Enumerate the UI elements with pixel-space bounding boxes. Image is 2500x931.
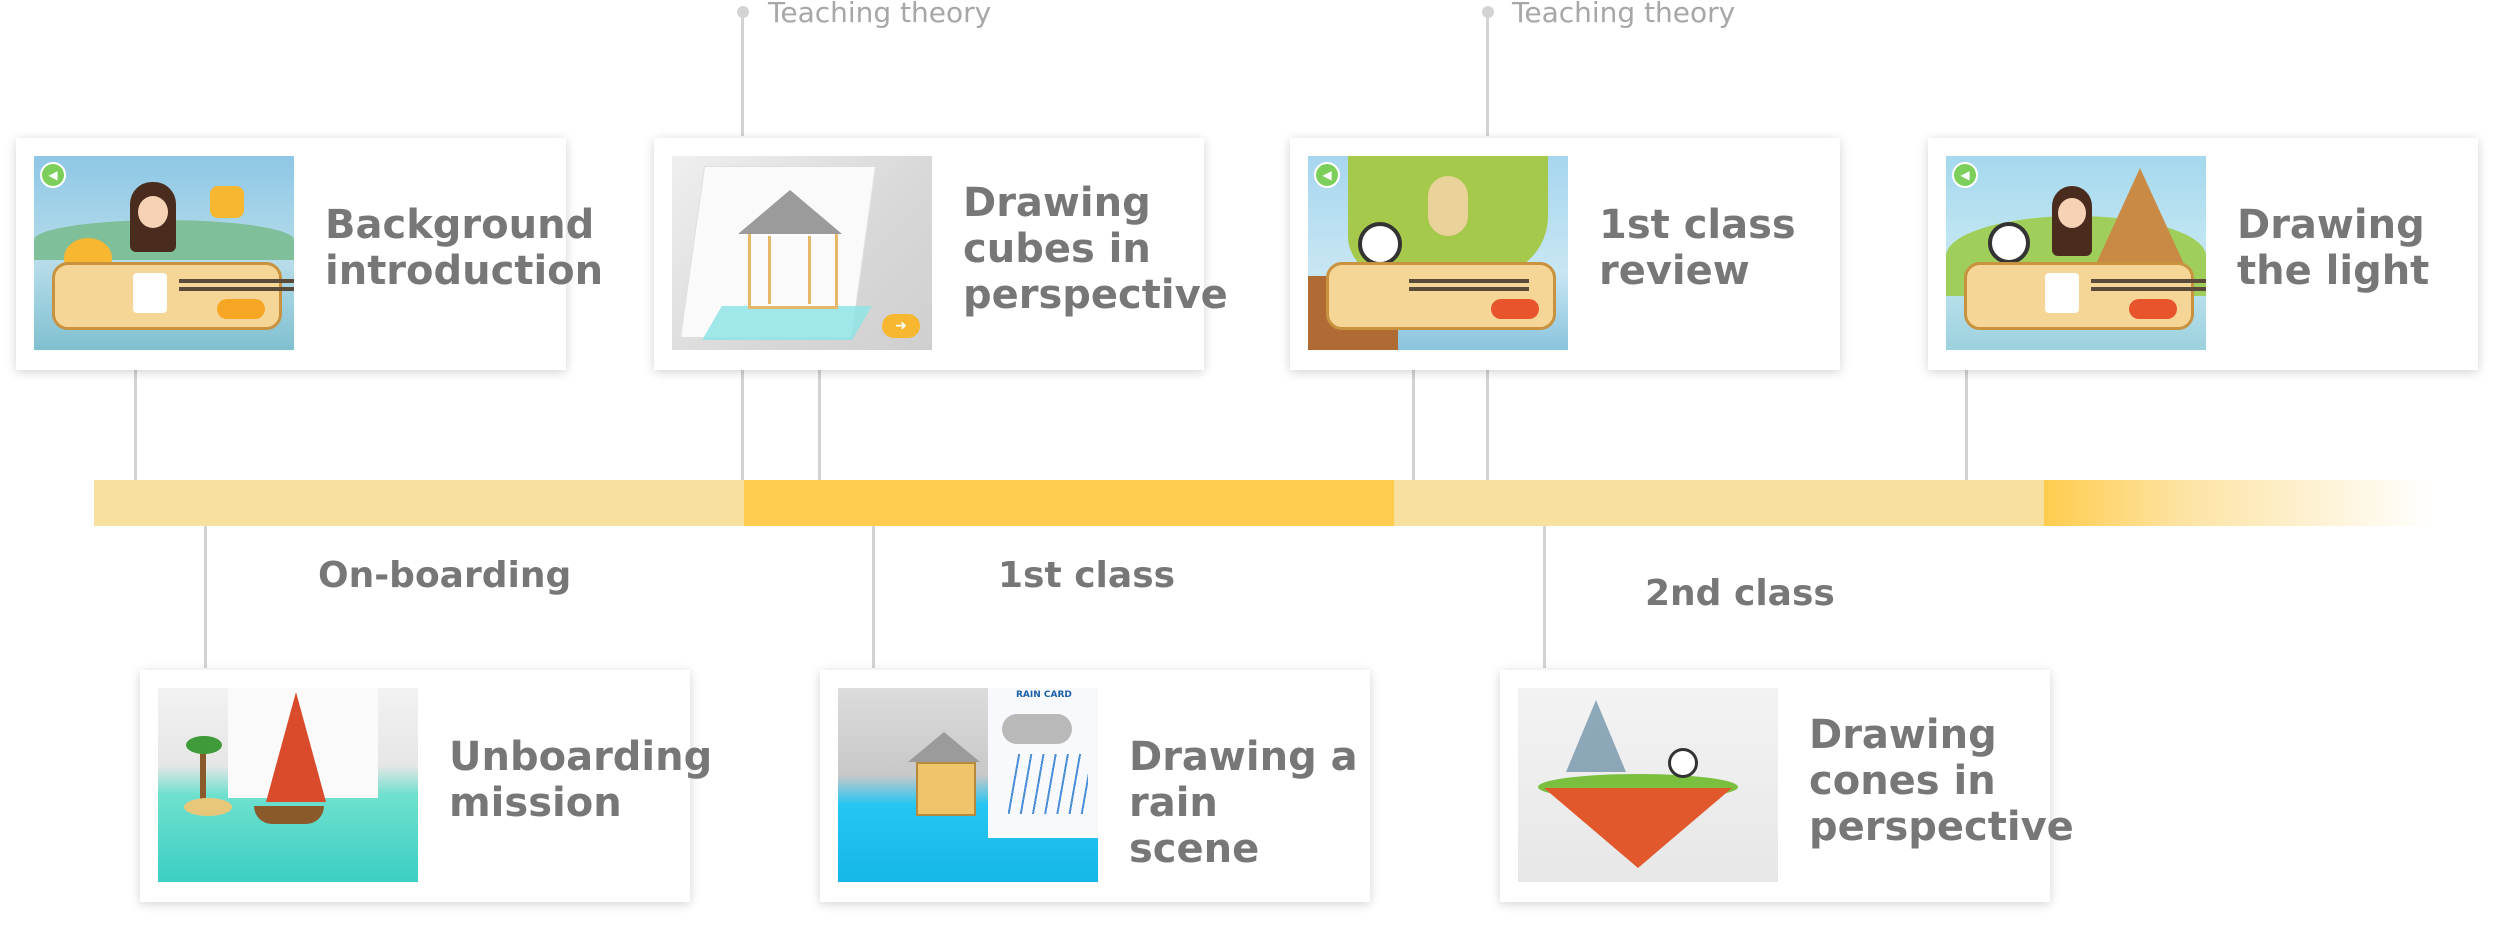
sound-icon: ◀ xyxy=(1314,162,1340,188)
teaching-theory-label-2: Teaching theory xyxy=(1512,0,1736,29)
card-title-line: review xyxy=(1599,248,1750,294)
connector-drawing-light xyxy=(1965,370,1968,480)
palm-tree-icon xyxy=(200,744,206,804)
thumbnail-island-bridge: ◀ xyxy=(1308,156,1568,350)
timeline-segment-2nd-class xyxy=(1394,480,2044,526)
thumbnail-ar-island-boat xyxy=(158,688,418,882)
phase-label-onboarding: On-boarding xyxy=(318,555,572,596)
card-title-line: mission xyxy=(449,780,622,826)
timeline-segment-onboarding xyxy=(94,480,744,526)
sail-icon xyxy=(266,692,326,802)
thumbnail-tent-light: ◀ xyxy=(1946,156,2206,350)
teaching-theory-dot-2 xyxy=(1482,6,1494,18)
teaching-theory-dot-1 xyxy=(737,6,749,18)
card-unboarding-mission[interactable]: Unboarding mission xyxy=(140,670,713,902)
sound-icon: ◀ xyxy=(40,162,66,188)
teaching-theory-connector-2 xyxy=(1486,12,1489,136)
card-title-line: perspective xyxy=(963,272,1228,318)
cone-drawing-icon xyxy=(1566,700,1626,772)
house-icon xyxy=(738,190,842,234)
connector-drawing-cubes-b xyxy=(818,370,821,480)
tent-icon xyxy=(2096,168,2184,264)
card-title-line: rain scene xyxy=(1129,780,1260,872)
card-title-line: Drawing xyxy=(1809,712,1997,758)
phase-label-1st-class: 1st class xyxy=(998,555,1176,596)
thumbnail-character-dialog: ◀ xyxy=(34,156,294,350)
connector-rain-scene xyxy=(872,526,875,668)
thumbnail-ar-rain-card: RAIN CARD xyxy=(838,688,1098,882)
card-title-line: 1st class xyxy=(1599,202,1796,248)
timeline-segment-future xyxy=(2044,480,2434,526)
card-drawing-the-light[interactable]: ◀ Drawing the light xyxy=(1928,138,2478,370)
connector-background-introduction xyxy=(134,370,137,480)
rain-card-label: RAIN CARD xyxy=(1016,690,1072,700)
card-drawing-cones-in-perspective[interactable]: Drawing cones in perspective xyxy=(1500,670,2074,902)
thumbnail-ar-house: ➜ xyxy=(672,156,932,350)
connector-unboarding-mission xyxy=(204,526,207,668)
card-title-line: the light xyxy=(2237,248,2430,294)
card-1st-class-review[interactable]: ◀ 1st class review xyxy=(1290,138,1840,370)
next-arrow-icon: ➜ xyxy=(882,314,920,338)
sound-icon: ◀ xyxy=(1952,162,1978,188)
card-title-line: cubes in xyxy=(963,226,1151,272)
card-title-line: Drawing xyxy=(2237,202,2425,248)
panda-character-icon xyxy=(1358,222,1402,266)
boat-icon xyxy=(254,806,324,824)
connector-class-review-b xyxy=(1486,370,1489,480)
thumbnail-ar-floating-island xyxy=(1518,688,1778,882)
panda-character-icon xyxy=(1668,748,1698,778)
card-title-line: perspective xyxy=(1809,804,2074,850)
house-icon xyxy=(908,732,980,762)
card-title-line: introduction xyxy=(325,248,604,294)
timeline-segment-1st-class xyxy=(744,480,1394,526)
floating-island-icon xyxy=(1544,788,1732,868)
card-drawing-cubes-in-perspective[interactable]: ➜ Drawing cubes in perspective xyxy=(654,138,1228,370)
card-background-introduction[interactable]: ◀ Background introduction xyxy=(16,138,604,370)
card-title-line: Drawing a xyxy=(1129,734,1358,780)
card-drawing-a-rain-scene[interactable]: RAIN CARD Drawing a rain scene xyxy=(820,670,1370,902)
card-title-line: Unboarding xyxy=(449,734,713,780)
connector-drawing-cubes-a xyxy=(741,370,744,480)
card-title-line: Drawing xyxy=(963,180,1151,226)
card-title-line: Background xyxy=(325,202,595,248)
connector-class-review-a xyxy=(1412,370,1415,480)
teaching-theory-label-1: Teaching theory xyxy=(768,0,992,29)
cloud-icon xyxy=(1002,714,1072,744)
card-title-line: cones in xyxy=(1809,758,1996,804)
teaching-theory-connector-1 xyxy=(741,12,744,136)
connector-cones-perspective xyxy=(1543,526,1546,668)
phase-label-2nd-class: 2nd class xyxy=(1645,573,1835,614)
panda-character-icon xyxy=(1988,222,2030,264)
